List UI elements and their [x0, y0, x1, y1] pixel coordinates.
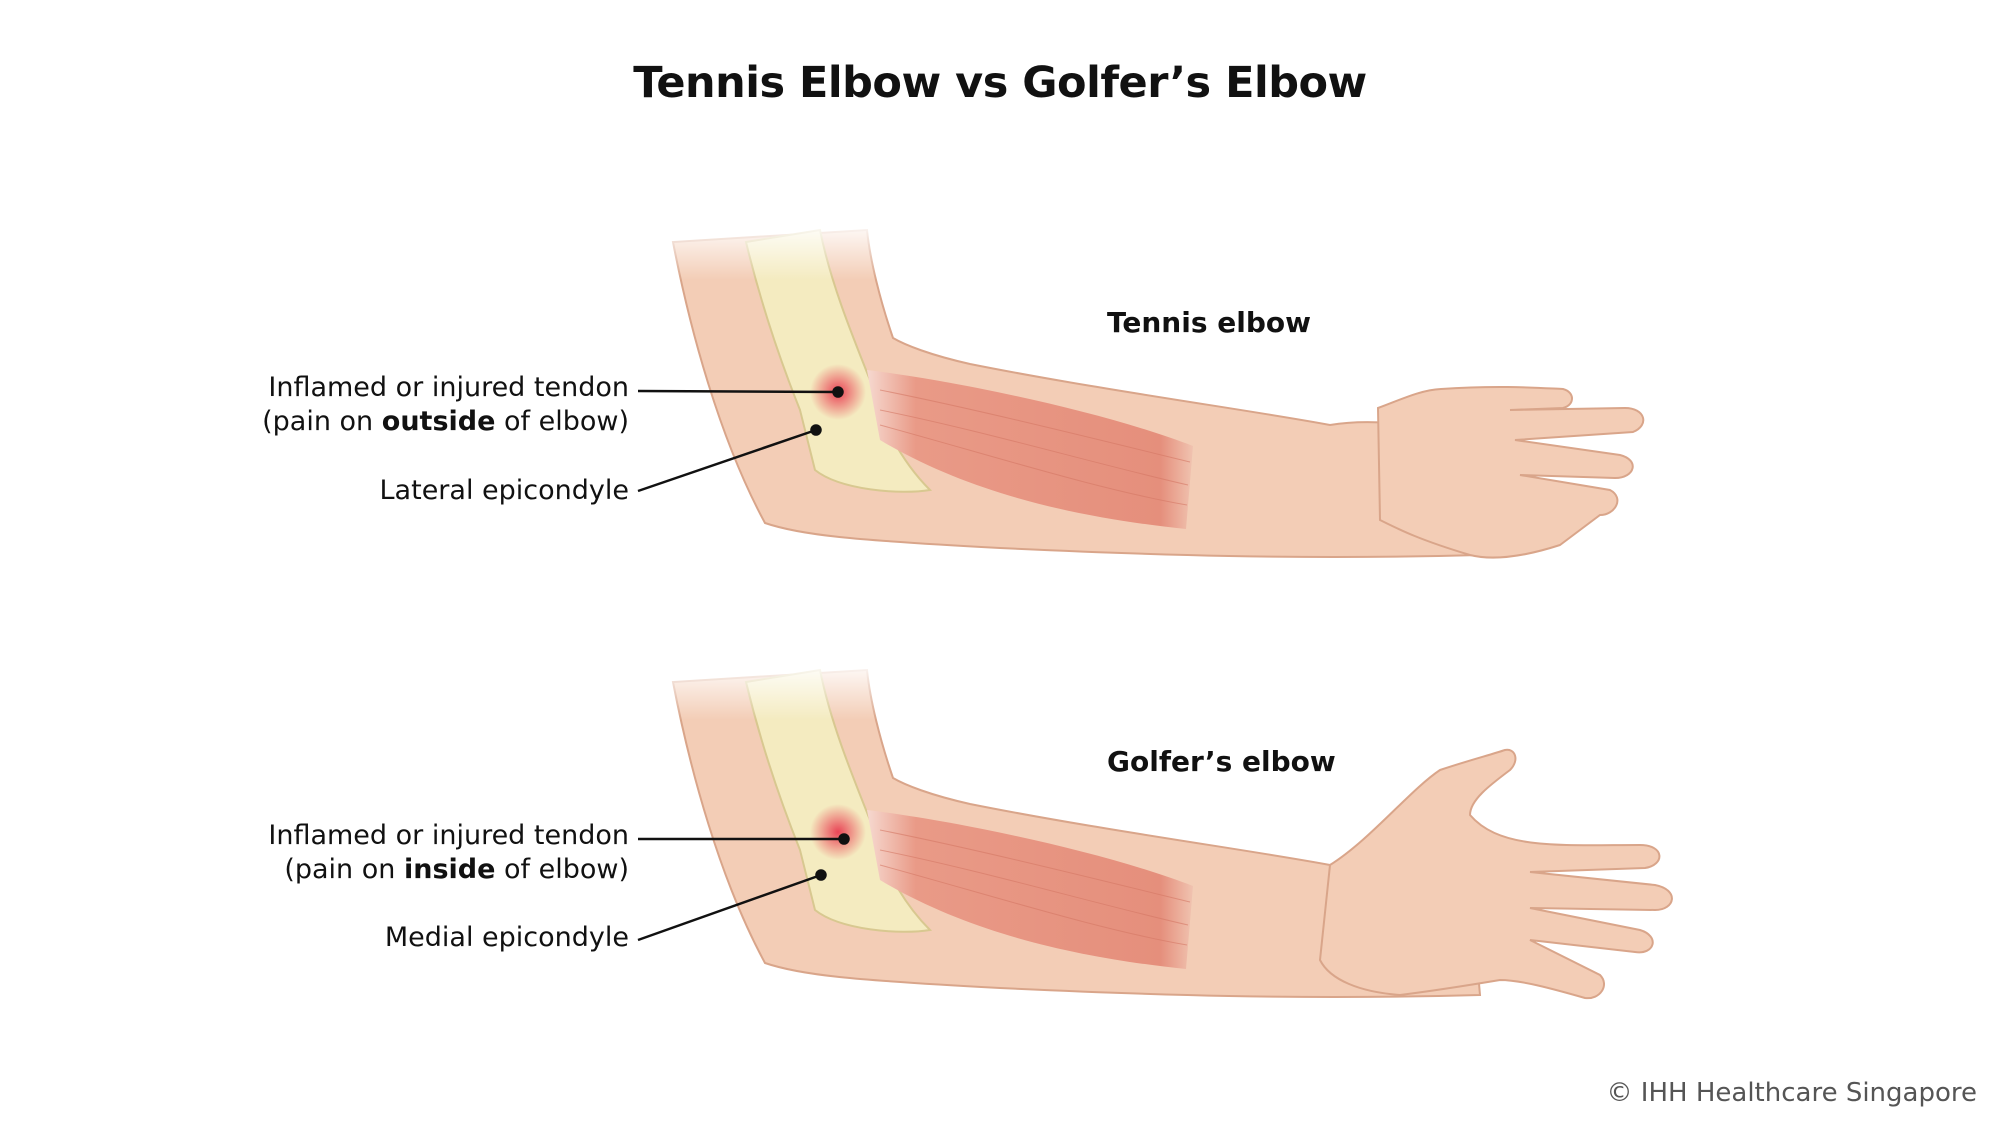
emphasis: outside — [381, 406, 496, 437]
text: of elbow) — [495, 406, 629, 437]
text: (pain on — [284, 854, 404, 885]
golfer-tendon-label: Inflamed or injured tendon (pain on insi… — [268, 819, 629, 887]
golfers-elbow-heading: Golfer’s elbow — [1107, 745, 1336, 778]
tennis-tendon-line1: Inflamed or injured tendon — [268, 372, 629, 403]
tennis-tendon-label: Inflamed or injured tendon (pain on outs… — [262, 371, 629, 439]
tennis-elbow-arm — [639, 219, 1645, 559]
golfer-tendon-line1: Inflamed or injured tendon — [268, 820, 629, 851]
tennis-tendon-leader — [637, 389, 839, 394]
golfers-hand — [1318, 748, 1673, 1000]
tennis-elbow-heading: Tennis elbow — [1107, 306, 1311, 339]
tennis-hand — [1376, 385, 1645, 559]
medial-epicondyle-label: Medial epicondyle — [384, 922, 629, 953]
page-title: Tennis Elbow vs Golfer’s Elbow — [633, 58, 1367, 108]
copyright: © IHH Healthcare Singapore — [1606, 1078, 1977, 1108]
lateral-epicondyle-leader — [637, 428, 817, 493]
text: (pain on — [262, 406, 382, 437]
lateral-epicondyle-label: Lateral epicondyle — [379, 475, 629, 506]
emphasis: inside — [403, 854, 496, 885]
text: of elbow) — [495, 854, 629, 885]
tennis-tendon-line2: (pain on outside of elbow) — [262, 405, 629, 439]
medial-epicondyle-leader — [637, 873, 822, 942]
golfers-elbow-arm — [639, 659, 1673, 1000]
golfer-tendon-line2: (pain on inside of elbow) — [268, 853, 629, 887]
